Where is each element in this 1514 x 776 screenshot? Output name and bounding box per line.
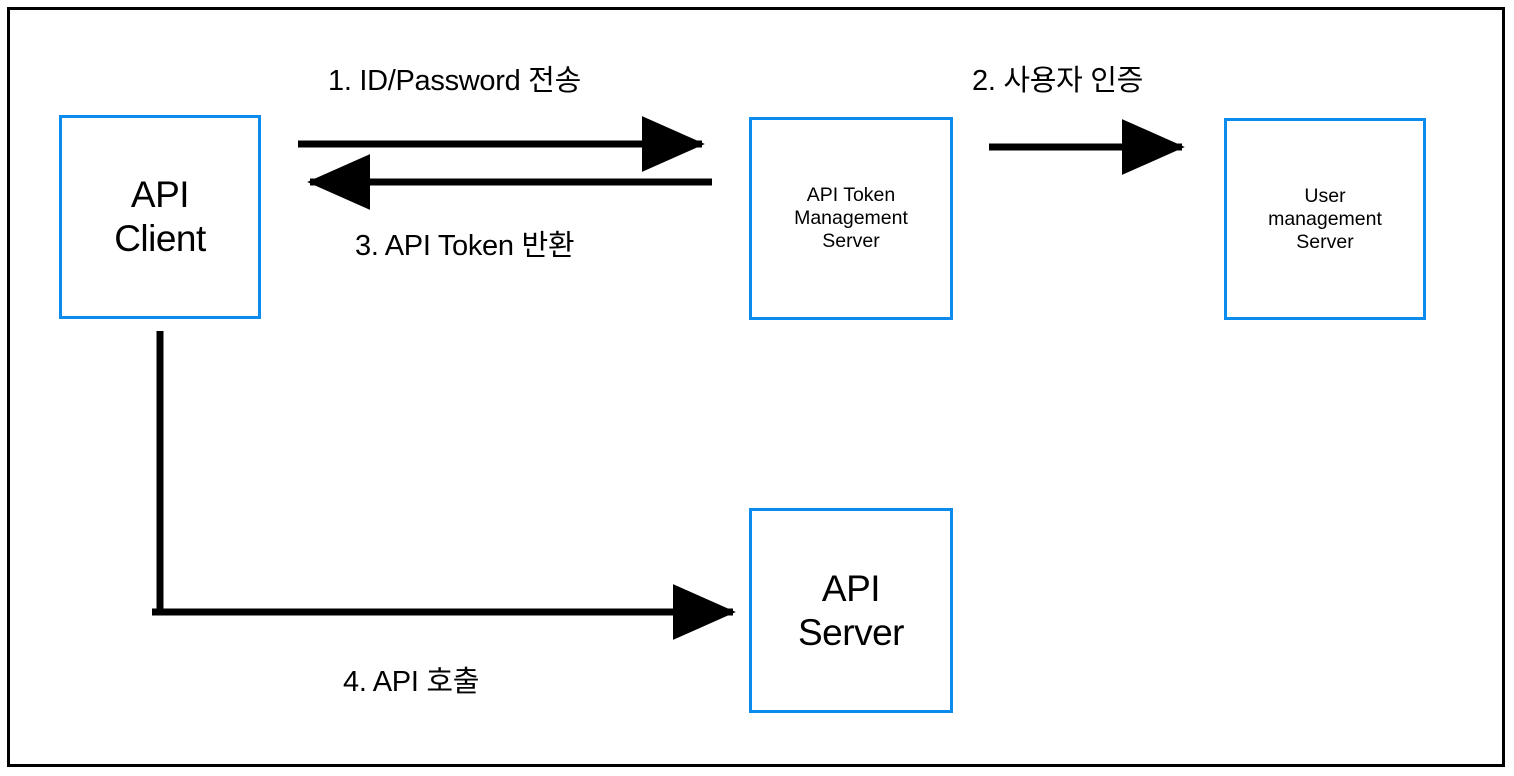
node-api-client[interactable]: API Client [59,115,261,319]
node-api-token-management-server-label: API Token Management Server [794,184,908,252]
edge-label-step-4: 4. API 호출 [343,666,480,698]
node-api-client-label: API Client [114,174,206,259]
edge-label-step-2: 2. 사용자 인증 [972,65,1144,97]
node-api-server[interactable]: API Server [749,508,953,713]
edge-label-step-1: 1. ID/Password 전송 [328,65,581,97]
node-api-token-management-server[interactable]: API Token Management Server [749,117,953,320]
node-api-server-label: API Server [798,567,904,653]
node-user-management-server[interactable]: User management Server [1224,118,1426,320]
edge-label-step-3: 3. API Token 반환 [355,230,575,262]
node-user-management-server-label: User management Server [1268,184,1382,253]
